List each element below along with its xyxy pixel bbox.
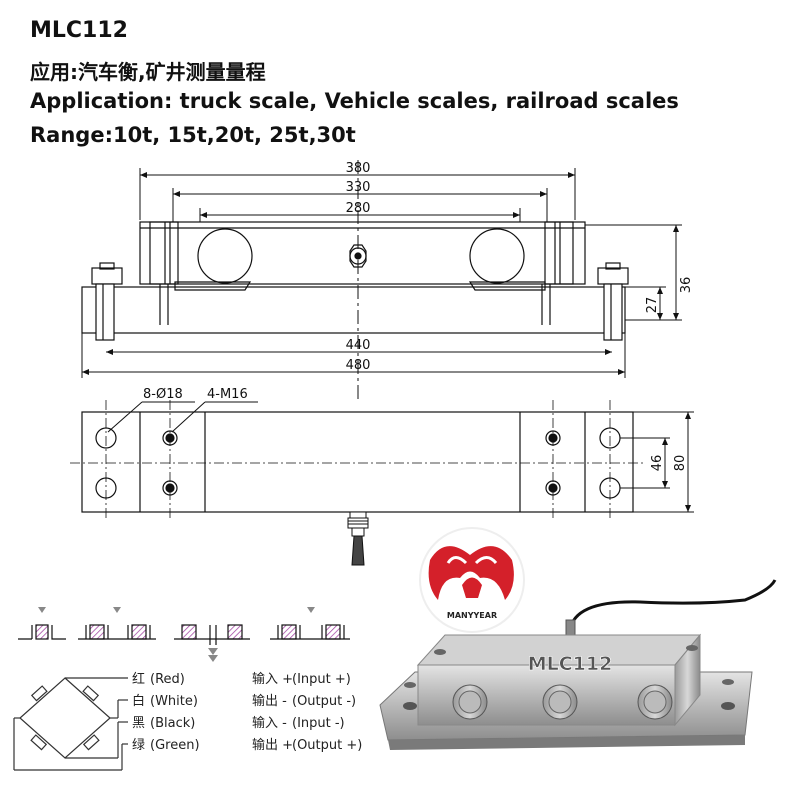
side-view — [81, 221, 629, 341]
beam-body — [139, 221, 586, 285]
dim-440: 440 — [346, 338, 371, 353]
application-cn: 应用:汽车衡,矿井测量量程 — [30, 60, 266, 84]
product-label: MLC112 — [528, 653, 613, 675]
dim-46: 46 — [650, 455, 665, 472]
application-en: Application: truck scale, Vehicle scales… — [30, 89, 679, 113]
top-view — [81, 411, 634, 513]
mounting-diagrams — [18, 607, 350, 655]
wire-green-func: (Output +) — [292, 738, 362, 753]
dim-280: 280 — [346, 201, 371, 216]
dim-380: 380 — [346, 161, 371, 176]
wire-green-cn: 绿 — [132, 738, 145, 753]
wire-black-color: (Black) — [150, 716, 195, 731]
right-load-pin — [469, 228, 525, 284]
base-plate — [81, 286, 626, 334]
wire-green-color: (Green) — [150, 738, 200, 753]
wire-red-cn: 红 — [132, 671, 145, 687]
wire-white-cn: 白 — [132, 693, 145, 709]
range-text: Range:10t, 15t,20t, 25t,30t — [30, 123, 356, 147]
logo-text: MANYYEAR — [447, 611, 497, 620]
dim-480: 480 — [346, 358, 371, 373]
wire-green-cn-func: 输出 + — [252, 737, 293, 753]
product-photo: MLC112 — [379, 579, 777, 750]
wheatstone-bridge — [13, 677, 128, 771]
hole-label: 8-Ø18 — [143, 387, 183, 402]
cable-gland — [347, 511, 369, 566]
left-load-pin — [197, 228, 253, 284]
dim-27: 27 — [645, 297, 660, 314]
wire-red-cn-func: 输入 + — [252, 671, 293, 687]
top-plate — [81, 411, 634, 513]
thread-label: 4-M16 — [207, 387, 248, 402]
wire-black-cn-func: 输入 - — [252, 715, 287, 731]
dim-330: 330 — [346, 180, 371, 195]
model-title: MLC112 — [30, 18, 128, 43]
wire-white-color: (White) — [150, 694, 198, 709]
wire-red-func: (Input +) — [292, 672, 351, 687]
wire-black-func: (Input -) — [292, 716, 345, 731]
wiring-table: 红 (Red) 输入 + (Input +) 白 (White) 输出 - (O… — [132, 671, 362, 753]
dim-80: 80 — [673, 455, 688, 472]
dim-36: 36 — [679, 277, 694, 294]
wire-white-func: (Output -) — [292, 694, 356, 709]
wire-red-color: (Red) — [150, 672, 185, 687]
wire-white-cn-func: 输出 - — [252, 693, 287, 709]
manyyear-logo: MANYYEAR — [419, 527, 525, 633]
wire-black-cn: 黑 — [132, 716, 145, 731]
